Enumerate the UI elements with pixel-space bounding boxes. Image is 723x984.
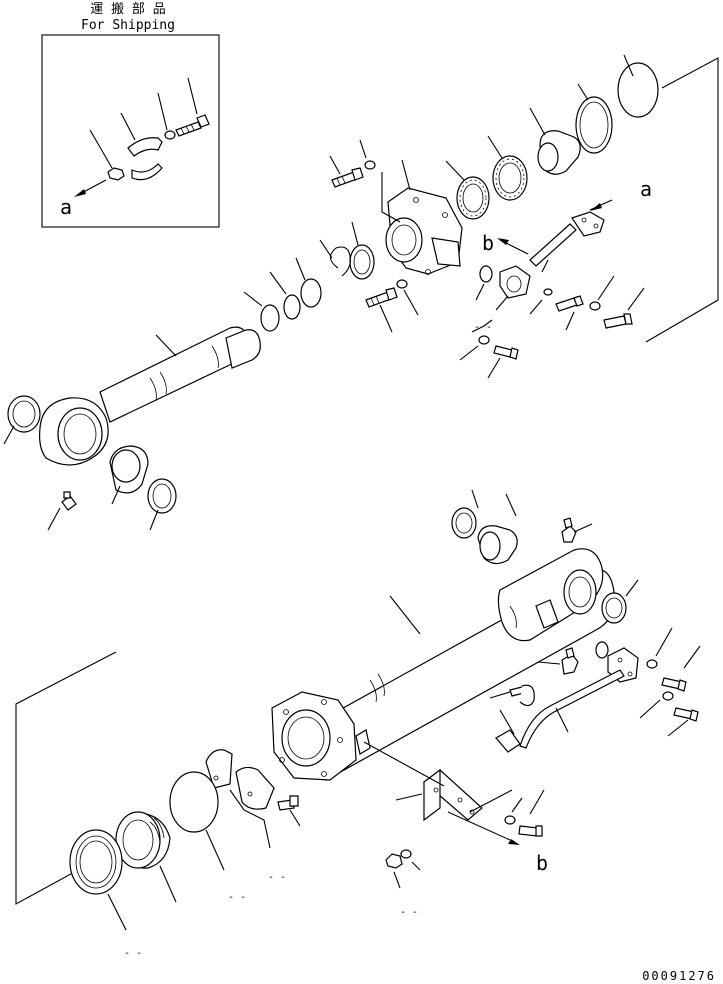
shipping-title-jp: 運 搬 部 品 [90,2,165,17]
cylinder-head-lower [271,691,357,781]
head-bolt-upper [331,167,364,188]
wear-ring [575,96,613,154]
shipping-frame [41,34,220,228]
head-washer-lower [396,279,408,289]
head-washer-upper [364,160,376,170]
shipping-clamp-upper [127,137,163,157]
grease-fitting-upper [61,491,77,511]
elbow-fitting [561,647,579,675]
small-washer-upper [478,335,490,345]
bottom-bushing [477,525,518,565]
piston-wear-ring [69,829,123,895]
mark-1: - - [268,872,286,883]
ref-a-upper: a [640,177,652,201]
grease-fitting-lower [561,517,577,543]
snap-ring [329,246,351,277]
rod-eye-bushing [109,445,149,494]
shipping-bolt [175,114,210,137]
o-ring-upper [479,265,493,283]
rod-ring-c [260,304,280,332]
shipping-clamp-lower [131,163,163,181]
pipe-clamp [495,729,521,753]
rod-eye [39,397,109,466]
rod-eye-seal-left [7,395,41,433]
pipe-clip [519,684,535,707]
tube-bracket-tab [355,729,371,755]
rod-seal-1 [492,155,528,201]
bracket-nut-washer [400,849,412,859]
piston-ring-band [169,771,219,833]
large-ring [617,62,659,118]
piston-clamp-halves [205,749,275,810]
piston-rod [99,326,261,423]
o-ring-lower [595,641,609,659]
shipping-title-en: For Shipping [81,18,175,33]
rod-ring-b [283,294,301,320]
cylinder-head [385,187,463,275]
mark-4: - - [124,948,142,959]
bracket-washer [504,815,516,825]
rod-eye-seal-right [147,478,177,514]
shipping-ref-a: a [60,195,72,219]
shipping-parts-box: 運 搬 部 品 For Shipping a [41,2,220,228]
flange-bolt-2 [673,707,699,722]
cylinder-tube [317,548,616,781]
shipping-washer [164,130,176,140]
flange-washer-1 [646,659,658,669]
upper-pipe [529,211,605,267]
small-bolt-upper [493,345,519,360]
pipe-washer [589,301,601,311]
head-bushing [537,130,581,175]
pipe-bolt-upper [555,295,584,312]
mark-3: - - [400,907,418,918]
bracket-nut [385,853,403,869]
mark-5: - - [474,322,492,333]
clamp-bolt [277,795,299,811]
bottom-seal-upper [451,507,477,539]
drawing-number: 00091276 [642,969,716,983]
shipping-arrow [74,189,86,197]
bottom-seal-right [601,592,627,624]
mark-2: - - [228,892,246,903]
rod-seal-2 [456,176,490,220]
upper-flange-fitting [499,265,531,299]
flange-washer-2 [662,691,674,701]
upper-rod-assembly: a b [3,54,719,531]
lower-pipe [519,669,625,749]
shipping-nut [107,167,125,181]
head-bolt-lower [365,287,398,308]
ref-b-lower: b [536,851,548,875]
bracket-bolt [518,825,543,837]
pipe-bolt-right [603,313,633,329]
flange-bolt-1 [661,677,687,692]
pipe-bracket [423,768,483,822]
ref-b-upper: b [482,231,494,255]
lower-tube-assembly: b [15,322,701,959]
rod-ring-a [300,278,322,308]
seal-ring-3 [349,244,375,280]
piston [115,811,171,869]
